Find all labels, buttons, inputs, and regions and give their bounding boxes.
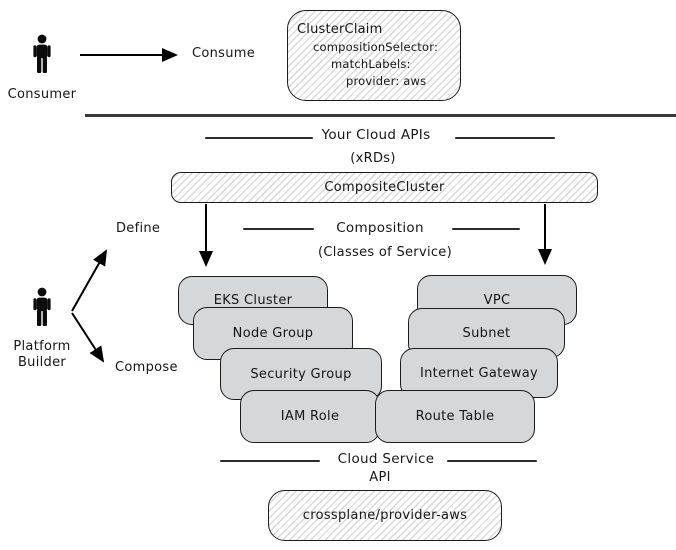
platform-builder-label-line: Builder — [17, 355, 67, 370]
cluster-claim-yaml-line: provider: aws — [346, 74, 427, 88]
composite-cluster-bar: CompositeCluster — [171, 172, 598, 203]
box-internet-gateway: Internet Gateway — [400, 348, 558, 398]
your-cloud-apis-line-right — [455, 137, 555, 139]
cloud-service-heading: Cloud Service — [337, 451, 435, 467]
box-eks-cluster-label: EKS Cluster — [213, 293, 293, 308]
composition-line-left — [243, 228, 314, 230]
box-iam-role-label: IAM Role — [280, 409, 340, 424]
consume-label: Consume — [192, 46, 256, 61]
cluster-claim-yaml-line: compositionSelector: — [313, 40, 439, 54]
composition-heading: Composition — [336, 220, 424, 236]
api-subheading: API — [369, 470, 391, 485]
your-cloud-apis-line-left — [205, 137, 313, 139]
compose-arrow — [71, 312, 105, 363]
box-route-table-label: Route Table — [415, 409, 495, 424]
platform-builder-label: Platform Builder — [2, 339, 82, 371]
cloud-service-line-right — [447, 460, 537, 462]
provider-aws-box: crossplane/provider-aws — [268, 490, 502, 541]
define-arrow — [71, 249, 107, 312]
define-label: Define — [116, 221, 161, 236]
box-security-group-label: Security Group — [250, 366, 352, 382]
box-route-table: Route Table — [375, 390, 535, 443]
compose-label: Compose — [115, 360, 178, 375]
your-cloud-apis-heading: Your Cloud APIs — [321, 127, 431, 143]
platform-builder-icon — [33, 287, 51, 326]
box-subnet-label: Subnet — [462, 325, 511, 341]
platform-builder-label-line: Platform — [13, 339, 71, 354]
box-internet-gateway-label: Internet Gateway — [420, 365, 538, 381]
box-iam-role: IAM Role — [240, 390, 380, 443]
cloud-service-line-left — [220, 460, 320, 462]
composition-line-right — [452, 228, 520, 230]
classes-of-service-subheading: (Classes of Service) — [318, 245, 452, 260]
composite-cluster-label: CompositeCluster — [324, 180, 445, 195]
provider-aws-label: crossplane/provider-aws — [302, 508, 468, 523]
cluster-claim-yaml-line: matchLabels: — [331, 57, 411, 71]
box-node-group-label: Node Group — [232, 326, 314, 341]
consumer-label: Consumer — [7, 87, 77, 102]
consumer-icon — [33, 34, 51, 73]
cluster-claim-title: ClusterClaim — [297, 22, 383, 37]
box-vpc-label: VPC — [483, 292, 511, 308]
cluster-claim-box: ClusterClaim compositionSelector: matchL… — [287, 10, 461, 101]
top-divider-line — [85, 114, 676, 117]
xrds-subheading: (xRDs) — [350, 151, 396, 166]
